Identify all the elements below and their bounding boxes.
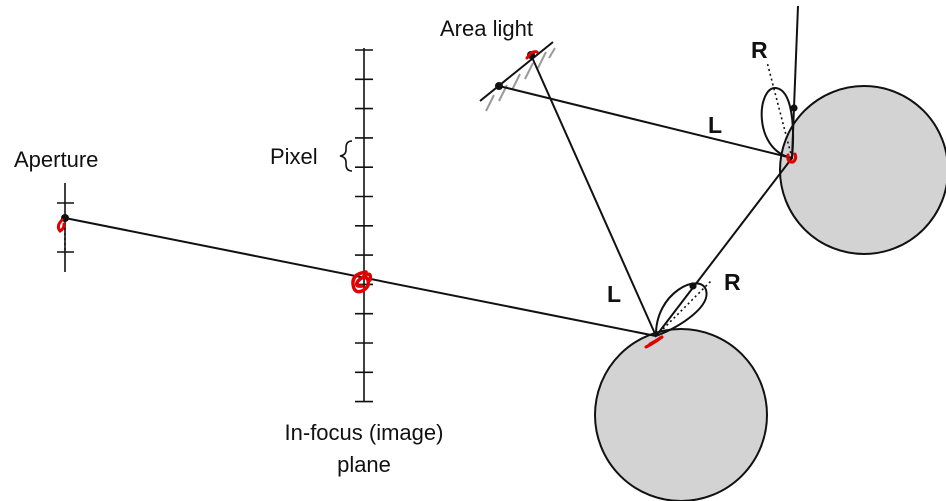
upper-hit-sample-mark xyxy=(786,152,798,164)
area-light-label: Area light xyxy=(440,16,533,41)
brdf-lobe-lower xyxy=(654,279,713,338)
image-plane-label-line1: In-focus (image) xyxy=(285,420,444,445)
image-plane-label-line2: plane xyxy=(337,452,391,477)
light-direction-label-lower: L xyxy=(607,281,621,307)
aperture-sample-mark xyxy=(56,218,66,233)
reflection-label-lower: R xyxy=(724,269,741,295)
sample-marks xyxy=(56,50,798,349)
pixel-label: Pixel xyxy=(270,144,318,169)
aperture-label: Aperture xyxy=(14,147,98,172)
light-direction-label-upper: L xyxy=(708,112,722,138)
rays xyxy=(64,5,799,337)
lower-sphere xyxy=(594,328,768,501)
pixel-bracket xyxy=(339,140,353,172)
lower-hit-sample-mark xyxy=(644,335,664,349)
area-light xyxy=(479,41,556,112)
image-plane xyxy=(355,48,373,403)
brdf-lobe-upper xyxy=(760,61,798,160)
reflection-label-upper: R xyxy=(751,37,768,63)
pixel-sample-mark xyxy=(351,270,373,294)
light-sample-mark xyxy=(525,50,539,60)
upper-sphere xyxy=(779,85,946,255)
